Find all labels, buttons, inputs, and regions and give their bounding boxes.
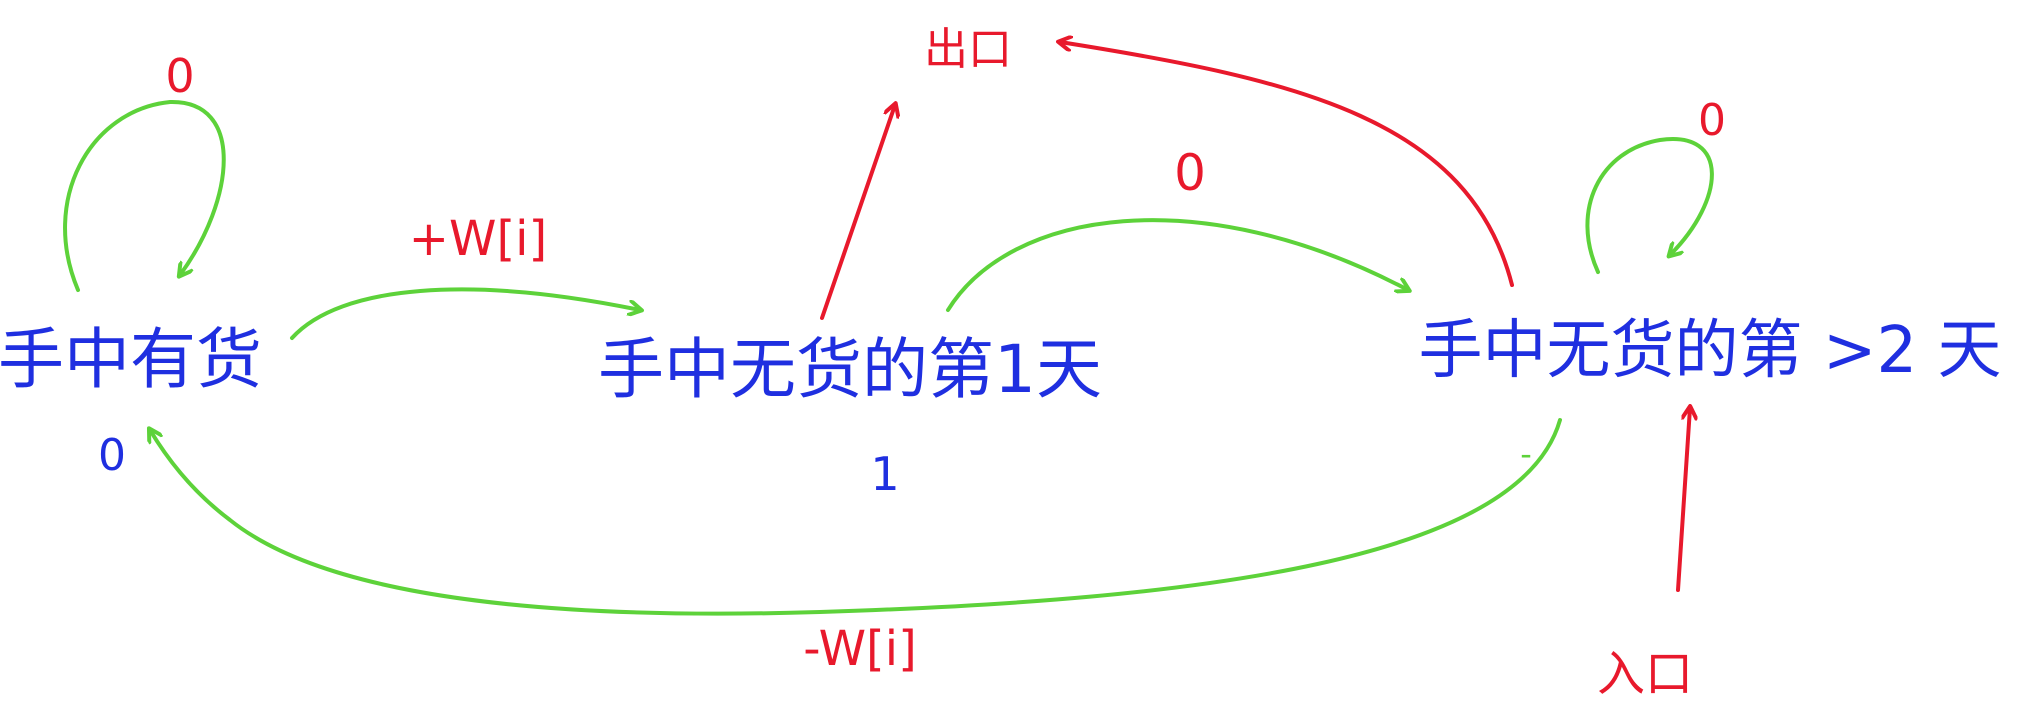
node-day1-index: 1 [870,447,899,501]
entry-label: 入口 [1597,646,1693,702]
hold-self-loop-label: 0 [165,49,194,103]
hold-to-day1-label: +W[i] [409,211,547,267]
hold-self-loop-arrow [63,99,226,292]
hold-to-day1-arrow [290,287,640,340]
node-day2-label: 手中无货的第 >2 天 [1418,314,2001,388]
day1-to-exit-arrow [820,105,895,320]
node-hold-label: 手中有货 [0,321,262,398]
day2-to-exit-arrow [1060,42,1514,287]
entry-to-day2-arrow [1676,408,1690,592]
day2-self-loop-label: 0 [1698,95,1726,146]
node-day1-label: 手中无货的第1天 [598,331,1102,408]
day2-to-hold-mark: - [1520,435,1532,473]
day2-to-hold-arrow [150,418,1562,616]
day2-to-hold-label: -W[i] [803,621,917,677]
day2-self-loop-arrow [1585,137,1714,274]
node-hold-index: 0 [98,430,126,481]
day1-to-day2-label: 0 [1174,144,1206,202]
day1-to-day2-arrow [946,218,1408,312]
exit-label: 出口 [924,24,1012,75]
